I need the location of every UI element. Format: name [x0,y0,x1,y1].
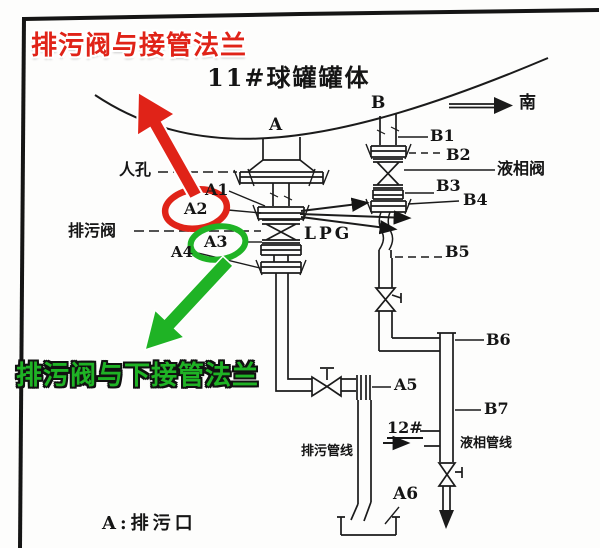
a3-label: A3 [204,232,228,251]
manhole-assembly [233,137,330,187]
south-arrow [449,97,513,114]
nozzle-a-label: A [269,115,283,135]
manhole-label: 人孔 [119,160,152,179]
lpg-label: LPG [304,224,353,244]
red-callout-arrow [135,90,204,201]
legend-label: A:排污口 [102,513,197,534]
liquid-valve-label: 液相阀 [497,159,546,178]
b7-label: B7 [484,399,509,418]
blowdown-piping [275,273,400,536]
b3-label: B3 [436,176,461,195]
a5-label: A5 [394,375,418,394]
liquid-phase-stack [365,114,412,258]
green-callout-arrow [143,255,235,352]
b1-label: B1 [430,126,455,145]
blowdown-nozzle-stack [252,183,310,276]
blowdown-valve-label: 排污阀 [68,221,117,240]
green-callout-text: 排污阀与下接管法兰 [16,361,260,391]
blowdown-line-label: 排污管线 [301,444,354,459]
b2-label: B2 [446,145,471,164]
a2-label: A2 [184,199,208,218]
lpg-leak-arrows [299,197,412,235]
b5-label: B5 [445,242,470,261]
a1-label: A1 [205,180,229,199]
page-border [18,8,600,548]
red-callout-text: 排污阀与接管法兰 [31,31,248,61]
a6-label: A6 [393,484,419,504]
tank12-label: 12# [387,418,423,439]
south-label: 南 [519,93,536,113]
liquid-line-label: 液相管线 [460,436,513,451]
liquid-phase-piping [374,258,463,529]
nozzle-b-label: B [371,93,386,113]
a4-label: A4 [171,243,194,261]
b4-label: B4 [463,190,488,209]
diagram-title: 11#球罐罐体 [207,63,371,92]
b6-label: B6 [486,330,511,349]
